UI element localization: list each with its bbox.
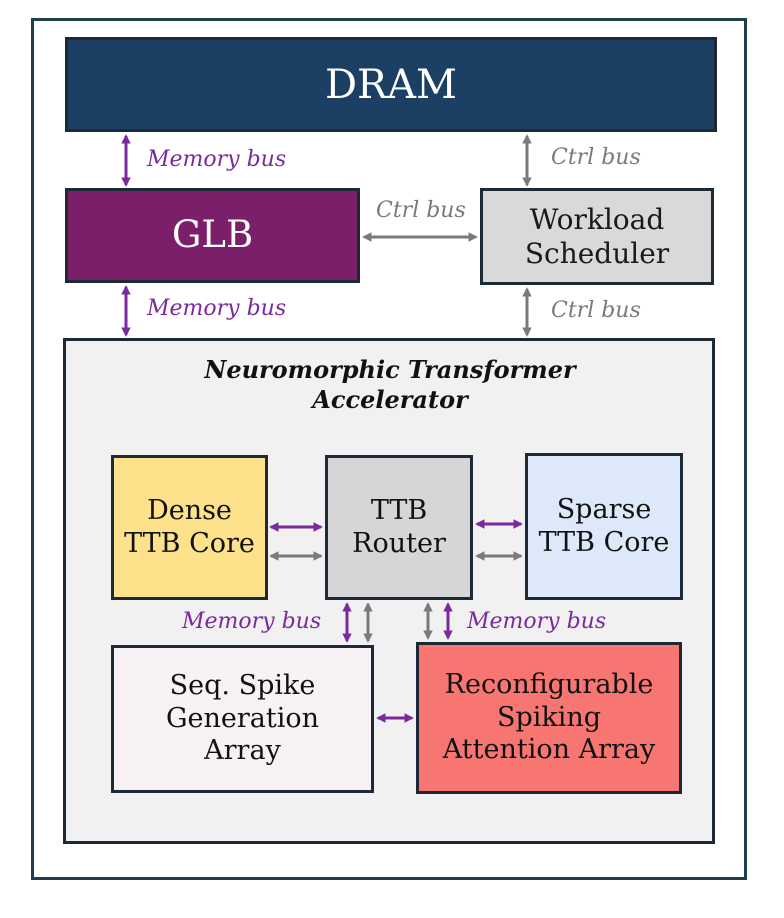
seq-spike-line-3: Array — [204, 735, 281, 767]
seq-spike-generation-block: Seq. Spike Generation Array — [111, 645, 374, 793]
router-line-1: TTB — [370, 495, 428, 527]
ttb-router-block: TTB Router — [325, 455, 473, 600]
seq-spike-line-2: Generation — [165, 702, 320, 734]
sparse-core-line-1: Sparse — [556, 494, 652, 526]
accelerator-title: Neuromorphic Transformer Accelerator — [180, 355, 600, 415]
glb-block: GLB — [65, 188, 360, 283]
router-seq-bus-label: Memory bus — [182, 609, 322, 634]
dense-core-line-2: TTB Core — [124, 527, 255, 559]
reconfigurable-line-2: Spiking — [496, 701, 602, 733]
workload-scheduler-block: Workload Scheduler — [480, 188, 714, 285]
scheduler-accel-bus-label: Ctrl bus — [551, 298, 641, 323]
sparse-core-line-2: TTB Core — [538, 526, 670, 558]
reconfigurable-line-1: Reconfigurable — [444, 669, 654, 701]
dram-glb-bus-label: Memory bus — [147, 147, 287, 172]
router-line-2: Router — [352, 527, 446, 559]
accelerator-title-line-1: Neuromorphic Transformer — [204, 355, 576, 384]
dram-block: DRAM — [65, 37, 717, 132]
sparse-ttb-core-block: Sparse TTB Core — [525, 453, 683, 600]
reconfigurable-line-3: Attention Array — [442, 734, 656, 766]
glb-accel-bus-label: Memory bus — [147, 296, 287, 321]
workload-scheduler-line-2: Scheduler — [524, 236, 670, 270]
dense-ttb-core-block: Dense TTB Core — [111, 455, 268, 600]
glb-scheduler-bus-label: Ctrl bus — [376, 198, 466, 223]
dram-label: DRAM — [324, 61, 458, 108]
seq-spike-line-1: Seq. Spike — [169, 670, 316, 702]
accelerator-title-line-2: Accelerator — [312, 385, 468, 414]
router-reconf-bus-label: Memory bus — [467, 609, 607, 634]
workload-scheduler-line-1: Workload — [529, 202, 665, 236]
dram-scheduler-bus-label: Ctrl bus — [551, 145, 641, 170]
reconfigurable-attention-block: Reconfigurable Spiking Attention Array — [416, 642, 682, 794]
glb-label: GLB — [171, 213, 254, 257]
dense-core-line-1: Dense — [147, 495, 232, 527]
